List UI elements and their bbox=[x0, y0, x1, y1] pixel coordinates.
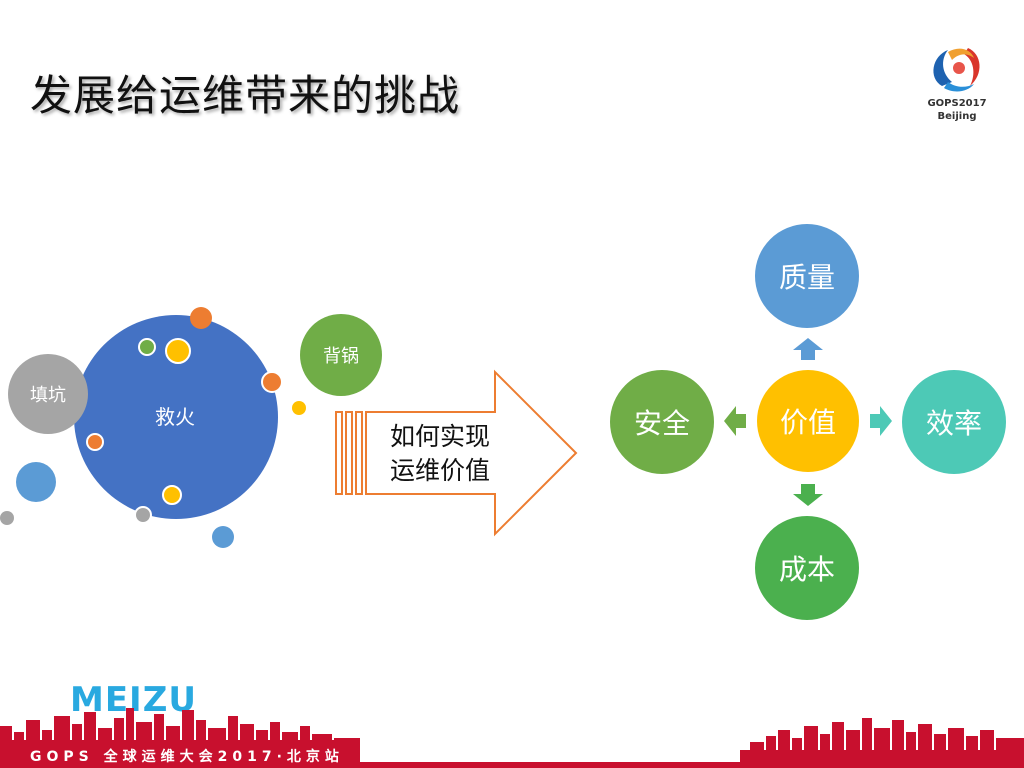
arrow-label: 如何实现 运维价值 bbox=[390, 420, 530, 488]
logo-line2: Beijing bbox=[937, 111, 977, 122]
arrow-left-icon bbox=[724, 406, 746, 436]
skyline-footer bbox=[0, 708, 1024, 768]
node-security-label: 安全 bbox=[633, 407, 690, 440]
bubble-take-blame: 背锅 bbox=[300, 314, 382, 396]
big-arrow bbox=[335, 369, 578, 537]
node-quality: 质量 bbox=[755, 224, 859, 328]
bubble-firefight-label: 救火 bbox=[155, 404, 195, 429]
dot-gray-2 bbox=[0, 511, 14, 525]
dot-yellow-3 bbox=[162, 485, 182, 505]
dot-gray-1 bbox=[134, 506, 152, 524]
arrow-label-line2: 运维价值 bbox=[390, 456, 491, 485]
bubble-fill-pit: 填坑 bbox=[8, 354, 88, 434]
dot-orange-2 bbox=[261, 371, 283, 393]
gops-logo: GOPS2017 Beijing bbox=[918, 38, 996, 128]
dot-green-1 bbox=[138, 338, 156, 356]
gops-logo-icon bbox=[933, 48, 980, 92]
node-value-label: 价值 bbox=[779, 406, 836, 439]
bubble-take-blame-label: 背锅 bbox=[323, 346, 359, 367]
node-security: 安全 bbox=[610, 370, 714, 474]
node-cost-label: 成本 bbox=[778, 553, 835, 586]
node-quality-label: 质量 bbox=[778, 261, 835, 294]
dot-orange-1 bbox=[190, 307, 212, 329]
arrow-up-icon bbox=[793, 338, 823, 360]
node-efficiency-label: 效率 bbox=[925, 407, 982, 440]
dot-yellow-2 bbox=[292, 401, 306, 415]
node-efficiency: 效率 bbox=[902, 370, 1006, 474]
dot-yellow-1 bbox=[165, 338, 191, 364]
arrow-right-icon bbox=[870, 406, 892, 436]
arrow-down-icon bbox=[793, 484, 823, 506]
footer-conference: GOPS 全球运维大会2017·北京站 bbox=[30, 749, 344, 765]
dot-lightblue-2 bbox=[212, 526, 234, 548]
node-value: 价值 bbox=[757, 370, 859, 472]
bubble-fill-pit-label: 填坑 bbox=[30, 385, 66, 406]
slide-title: 发展给运维带来的挑战 bbox=[30, 71, 461, 120]
dot-orange-3 bbox=[86, 433, 104, 451]
logo-line1: GOPS2017 bbox=[927, 98, 987, 109]
dot-lightblue-1 bbox=[16, 462, 56, 502]
arrow-label-line1: 如何实现 bbox=[390, 422, 491, 451]
node-cost: 成本 bbox=[755, 516, 859, 620]
